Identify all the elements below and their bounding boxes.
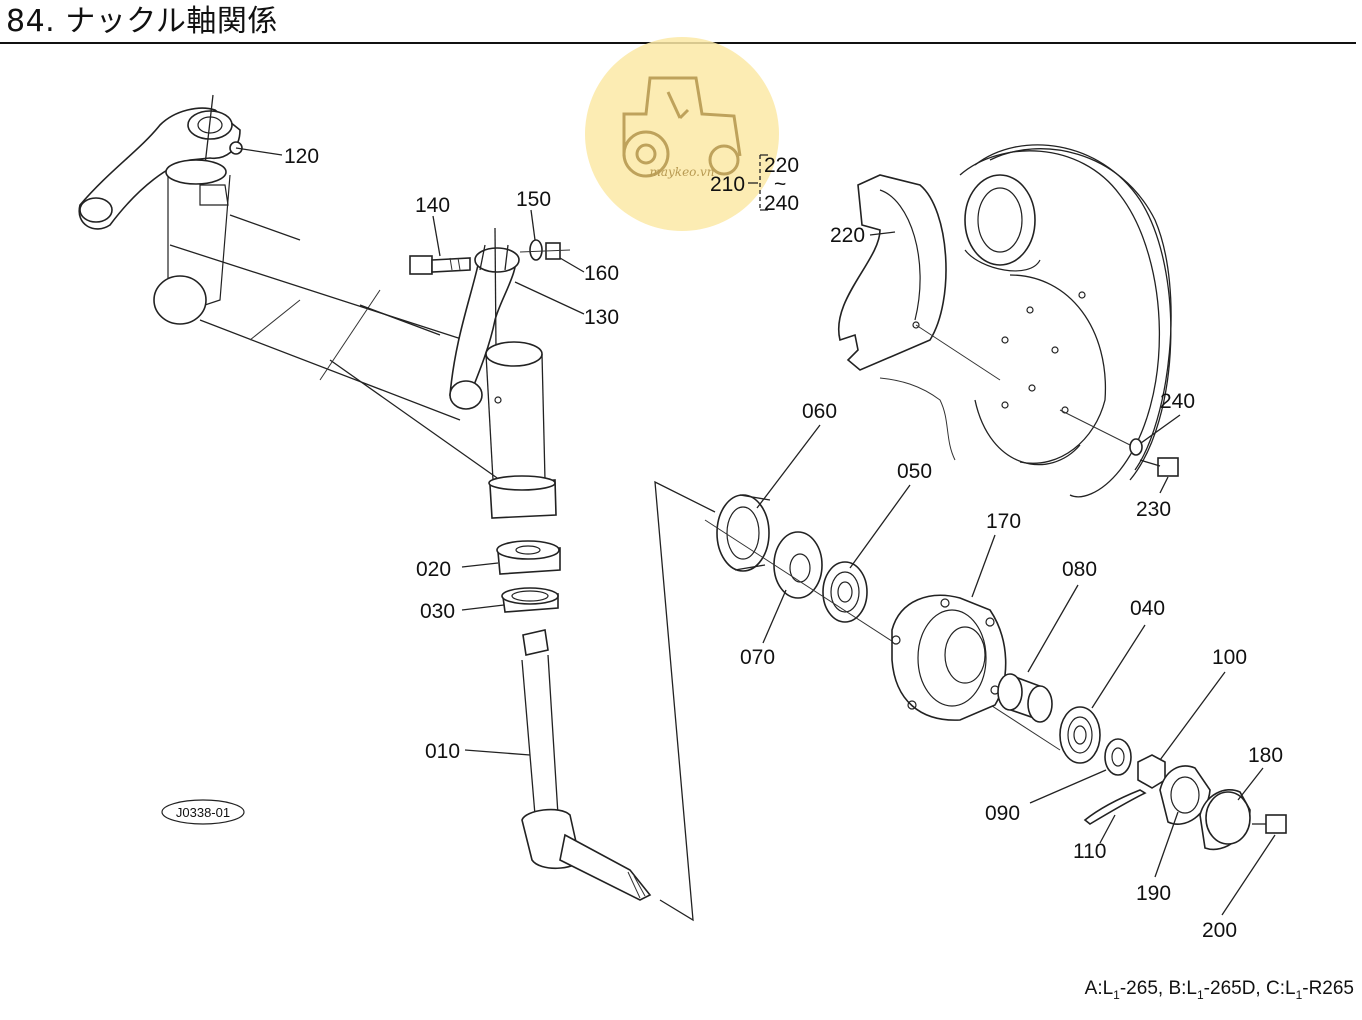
axle-beam — [153, 159, 501, 481]
part-210-label: 210 — [710, 173, 745, 196]
washer-090 — [1104, 738, 1132, 776]
footnote-a-prefix: A:L — [1084, 978, 1114, 1000]
seal-060 — [716, 494, 771, 572]
watermark-logo: maykeo.vn — [585, 37, 779, 231]
footnote-b-value: -265D, — [1203, 978, 1261, 1000]
wheel-weight-220 — [837, 174, 1001, 381]
part-220-label: 220 — [830, 224, 865, 247]
cotter-pin-110 — [1083, 789, 1147, 825]
footnote-a-value: -265, — [1119, 978, 1164, 1000]
part-110-label: 110 — [1073, 840, 1106, 863]
range-tilde: ~ — [774, 173, 786, 196]
bolt-230 — [1139, 457, 1179, 477]
knuckle-010 — [521, 629, 652, 901]
part-050-label: 050 — [897, 460, 932, 483]
part-170-label: 170 — [986, 510, 1021, 533]
footnote-c-value: -R265 — [1302, 978, 1354, 1000]
bolt-140 — [409, 255, 471, 275]
drawing-id-badge: J0338-01 — [161, 799, 245, 825]
part-040-label: 040 — [1130, 597, 1165, 620]
hub-cap-180 — [1199, 789, 1251, 851]
page-title: 84. ナックル軸関係 — [6, 4, 278, 39]
footnote-a-sub: 1 — [1113, 988, 1120, 1002]
drawing-id: J0338-01 — [176, 805, 230, 820]
part-080-label: 080 — [1062, 558, 1097, 581]
part-150-label: 150 — [516, 188, 551, 211]
part-120-label: 120 — [284, 145, 319, 168]
footnote-b-prefix: B:L — [1163, 978, 1197, 1000]
part-140-label: 140 — [415, 194, 450, 217]
part-220-sub-label: 220 — [764, 154, 799, 177]
footnote-c-sub: 1 — [1295, 988, 1303, 1002]
washer-240 — [1129, 438, 1143, 456]
bolt-200 — [1252, 814, 1287, 834]
hub-170 — [891, 594, 1007, 721]
part-030-label: 030 — [420, 600, 455, 623]
part-070-label: 070 — [740, 646, 775, 669]
seal-020 — [496, 540, 561, 575]
gasket-190 — [1159, 765, 1211, 825]
nut-160 — [519, 242, 571, 260]
model-footnote: A:L1-265, B:L1-265D, C:L1-R265 — [1085, 978, 1354, 1002]
knuckle-arm-130 — [449, 227, 520, 410]
part-010-label: 010 — [425, 740, 460, 763]
part-090-label: 090 — [985, 802, 1020, 825]
leader-lines — [235, 147, 1276, 916]
collar-080 — [997, 673, 1053, 723]
part-240-label: 240 — [1160, 390, 1195, 413]
washer-150 — [529, 239, 543, 261]
footnote-c-prefix: C:L — [1260, 978, 1296, 1000]
footnote-b-sub: 1 — [1196, 988, 1204, 1002]
knuckle-arm-120 — [78, 94, 243, 230]
seal-030 — [501, 587, 559, 613]
part-100-label: 100 — [1212, 646, 1247, 669]
part-230-label: 230 — [1136, 498, 1171, 521]
bearing-040 — [1059, 706, 1101, 764]
watermark-text: maykeo.vn — [649, 165, 714, 179]
castle-nut-100 — [1137, 754, 1166, 789]
part-160-label: 160 — [584, 262, 619, 285]
bearing-050 — [822, 561, 868, 623]
part-190-label: 190 — [1136, 882, 1171, 905]
part-240-sub-label: 240 — [764, 192, 799, 215]
part-200-label: 200 — [1202, 919, 1237, 942]
part-060-label: 060 — [802, 400, 837, 423]
wheel-rim — [879, 144, 1172, 498]
bearing-070 — [773, 531, 823, 599]
part-180-label: 180 — [1248, 744, 1283, 767]
king-pin-housing — [485, 341, 557, 519]
part-130-label: 130 — [584, 306, 619, 329]
part-020-label: 020 — [416, 558, 451, 581]
